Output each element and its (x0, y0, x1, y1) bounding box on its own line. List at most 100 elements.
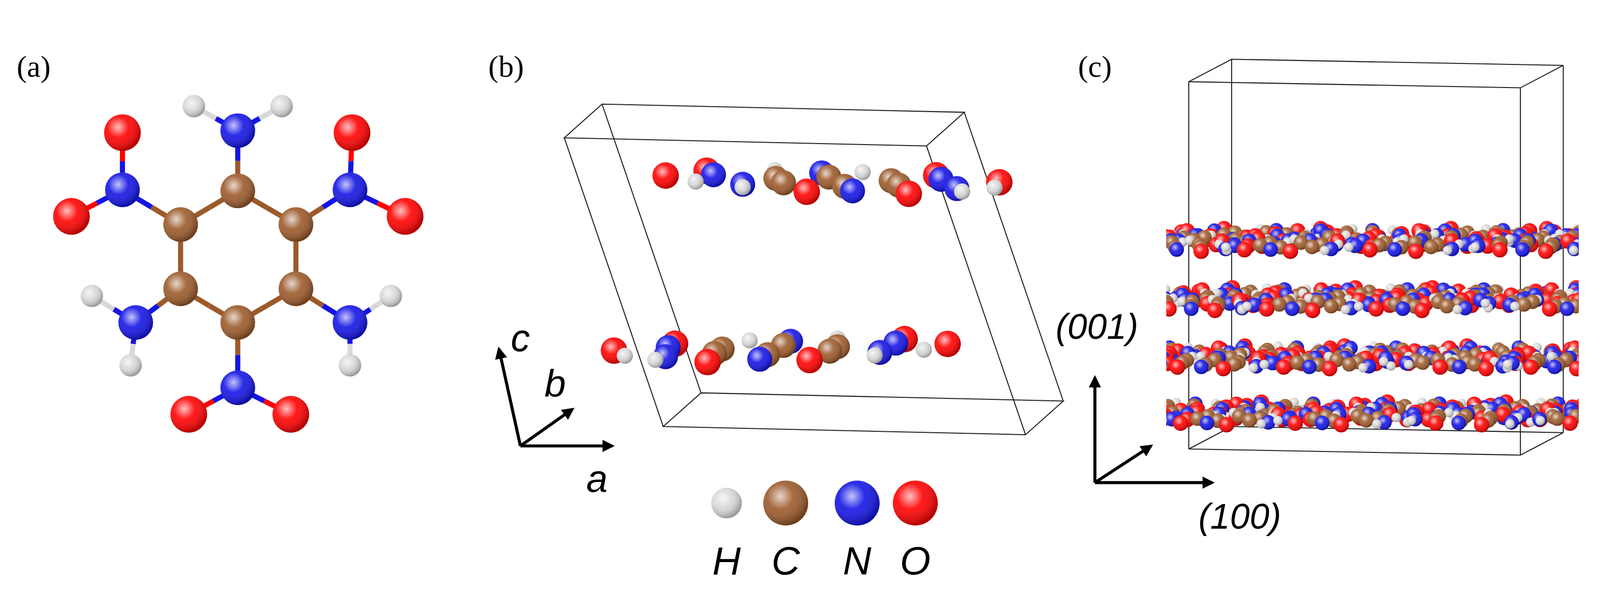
atom-shading (1569, 245, 1579, 256)
cell-edge (663, 392, 1064, 435)
atom-shading (333, 114, 371, 151)
atom (1074, 285, 1090, 301)
atom-shading (1134, 229, 1150, 245)
atom-sphere (1104, 239, 1114, 249)
atom (1075, 237, 1090, 253)
atom-sphere (1021, 228, 1037, 244)
atom-shading (1074, 285, 1090, 301)
atom-shading (1086, 238, 1102, 254)
atom-shading (1423, 239, 1439, 255)
atom (793, 178, 820, 206)
atom-shading (1362, 241, 1378, 258)
atom-sphere (1070, 220, 1086, 237)
atom-sphere (1138, 232, 1154, 247)
atom (1069, 229, 1080, 239)
atom-shading (1125, 228, 1142, 244)
atom-sphere (1074, 285, 1090, 301)
atom-shading (1048, 242, 1063, 258)
atom-shading (182, 94, 206, 118)
atom (1169, 242, 1185, 258)
atom (741, 332, 758, 349)
atom-shading (338, 354, 362, 377)
atom (1423, 239, 1439, 255)
atom-shading (1097, 229, 1108, 239)
atom-shading (1046, 293, 1056, 303)
atom-shading (1587, 232, 1600, 247)
atom (1074, 223, 1089, 239)
atom-sphere (1594, 230, 1600, 241)
atom-sphere (1111, 231, 1127, 247)
atom (118, 304, 154, 340)
atom (1590, 242, 1600, 252)
atom-shading (1236, 241, 1252, 258)
atom (1587, 232, 1600, 247)
atom-shading (119, 354, 143, 377)
atom (973, 233, 990, 249)
atom (1121, 283, 1131, 293)
atom-sphere (1145, 234, 1155, 244)
atom-shading (1092, 282, 1108, 298)
atom-shading (53, 198, 91, 236)
atom (1097, 229, 1108, 239)
atom (1591, 286, 1600, 302)
atom-shading (1594, 230, 1600, 241)
atom (1069, 230, 1085, 246)
atom-sphere (1144, 300, 1154, 310)
atom-shading (985, 239, 996, 249)
atom (1193, 243, 1209, 259)
atom (1103, 224, 1114, 234)
atom (1588, 231, 1600, 247)
atom-shading (220, 113, 256, 149)
atom-shading (1088, 288, 1098, 298)
atom-shading (1123, 242, 1133, 252)
atom (996, 231, 1013, 247)
atom-sphere (1588, 243, 1599, 254)
atom (1442, 245, 1452, 256)
atom (1099, 241, 1115, 257)
atom (1470, 242, 1480, 252)
atom-shading (973, 233, 990, 249)
atom-sphere (1113, 288, 1123, 298)
atom-sphere (1152, 289, 1163, 300)
atom-shading (1032, 234, 1042, 244)
atom-shading (1104, 239, 1114, 249)
atom (1591, 223, 1600, 239)
atom-shading (1169, 242, 1185, 258)
atom-sphere (1588, 231, 1600, 247)
atom-sphere (1591, 286, 1600, 302)
atom (1128, 236, 1144, 252)
atom-shading (1576, 227, 1592, 243)
atom (1111, 231, 1127, 247)
atom (1594, 238, 1600, 254)
atom-sphere (1121, 283, 1131, 293)
atom (278, 207, 314, 242)
molecule-edge-on (600, 326, 961, 376)
atom-shading (1100, 230, 1116, 245)
atom (1052, 292, 1067, 308)
atom-sphere (1092, 282, 1108, 298)
atom (1304, 239, 1320, 255)
atom (1120, 232, 1136, 247)
atom-shading (104, 114, 142, 151)
atom (1148, 295, 1164, 311)
axis-triad (1094, 377, 1213, 484)
atom-shading (1058, 232, 1074, 248)
atom-shading (1583, 233, 1599, 249)
atom-shading (1263, 242, 1278, 258)
atom (1538, 243, 1554, 259)
atom (1581, 287, 1597, 302)
atom-shading (1588, 231, 1600, 247)
atom-sphere (1057, 226, 1074, 242)
atom-sphere (1071, 235, 1082, 245)
atom-sphere (1038, 293, 1049, 303)
atom (1026, 241, 1042, 258)
atom-shading (80, 284, 104, 308)
atom-shading (1048, 240, 1064, 255)
atom-shading (1040, 237, 1057, 253)
atom-sphere (1128, 236, 1144, 252)
atom-shading (1121, 283, 1131, 293)
atom-sphere (1117, 289, 1133, 305)
atom-sphere (1023, 235, 1038, 251)
atom-shading (1113, 288, 1123, 298)
atom (954, 183, 971, 200)
